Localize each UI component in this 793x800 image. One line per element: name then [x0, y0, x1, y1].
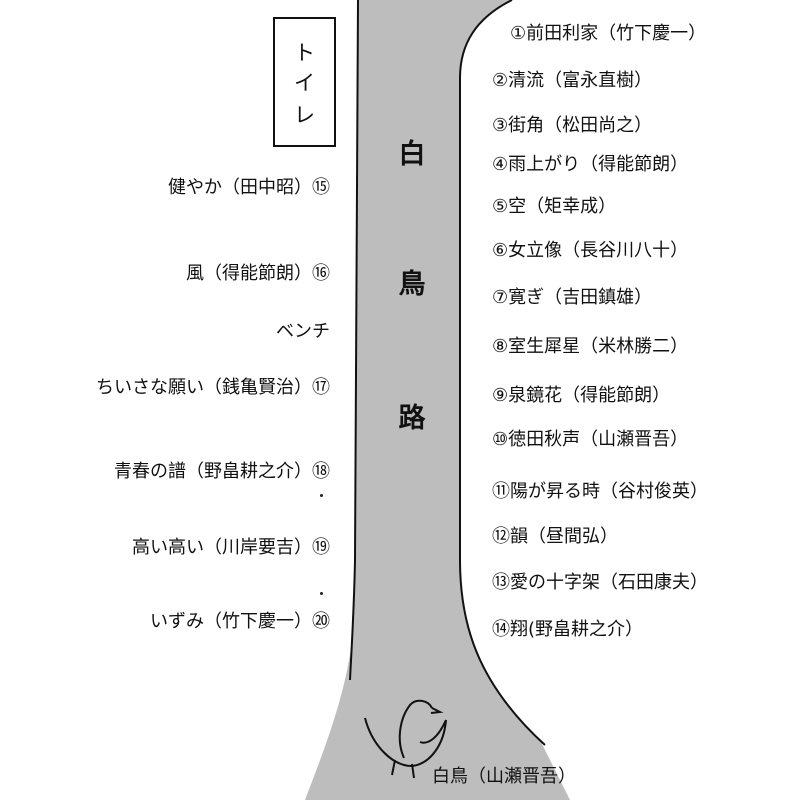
toilet-char-1: ト: [294, 41, 315, 65]
toilet-sign: ト イ レ: [273, 17, 336, 147]
road-left-edge: [349, 0, 359, 681]
monument-12: ⑫韻（昼間弘）: [492, 526, 618, 547]
monument-18: 青春の譜（野畠耕之介）⑱: [114, 461, 330, 482]
monument-17: ちいさな願い（銭亀賢治）⑰: [96, 377, 330, 398]
monument-15: 健やか（田中昭）⑮: [168, 177, 330, 198]
road-right-edge: [459, 0, 546, 746]
road-name-char-1: 白: [398, 139, 426, 170]
monument-7: ⑦寛ぎ（吉田鎮雄）: [492, 287, 653, 308]
marker-dot: [320, 592, 323, 595]
swan-icon: [364, 699, 447, 779]
monument-20: いずみ（竹下慶一）⑳: [150, 611, 330, 632]
marker-dot: [320, 494, 323, 497]
monument-3: ③街角（松田尚之）: [492, 115, 653, 136]
monument-6: ⑥女立像（長谷川八十）: [492, 240, 689, 261]
monument-11: ⑪陽が昇る時（谷村俊英）: [492, 481, 708, 502]
road-name-char-2: 鳥: [398, 269, 426, 300]
monument-9: ⑨泉鏡花（得能節朗）: [492, 385, 671, 406]
monument-13: ⑬愛の十字架（石田康夫）: [492, 572, 708, 593]
bench-label: ベンチ: [276, 321, 330, 342]
monument-5: ⑤空（矩幸成）: [492, 196, 617, 217]
monument-2: ②清流（富永直樹）: [492, 70, 653, 91]
monument-swan: 白鳥（山瀬晋吾）: [432, 766, 576, 787]
monument-1: ①前田利家（竹下慶一）: [510, 23, 707, 44]
road-name-char-3: 路: [398, 403, 426, 434]
monument-19: 高い高い（川岸要吉）⑲: [132, 537, 330, 558]
monument-4: ④雨上がり（得能節朗）: [492, 154, 689, 175]
toilet-char-2: イ: [294, 71, 315, 95]
monument-8: ⑧室生犀星（米林勝二）: [492, 336, 689, 357]
toilet-char-3: レ: [294, 103, 315, 127]
monument-14: ⑭翔(野畠耕之介）: [492, 619, 644, 640]
monument-10: ⑩徳田秋声（山瀬晋吾）: [492, 429, 689, 450]
road-surface: [305, 0, 570, 800]
monument-16: 風（得能節朗）⑯: [186, 263, 330, 284]
